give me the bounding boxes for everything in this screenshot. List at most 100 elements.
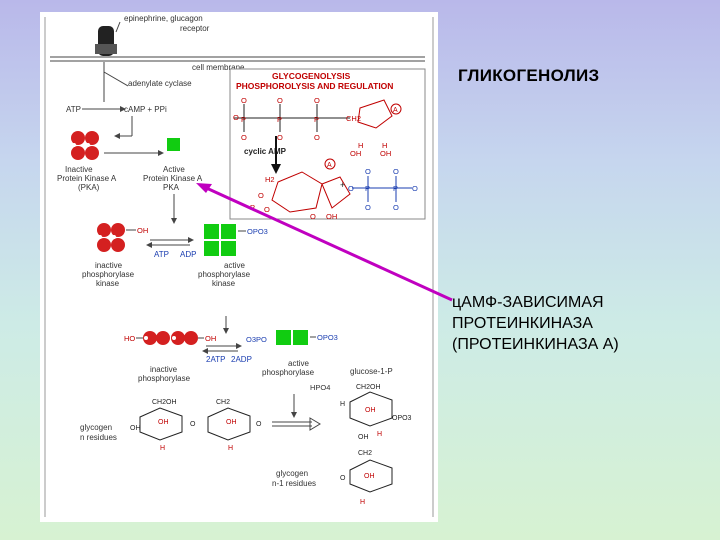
svg-text:P: P — [365, 184, 370, 193]
active-pka-line3: PKA — [163, 183, 180, 192]
inactive-phosphorylase-line1: inactive — [150, 365, 178, 374]
active-phosphorylase-icon — [276, 330, 308, 345]
active-pka-icon — [167, 138, 180, 151]
membrane-label: cell membrane — [192, 63, 245, 72]
adp-label-1: ADP — [180, 250, 196, 259]
svg-text:O: O — [277, 133, 283, 142]
adp-label-2: 2ADP — [231, 355, 252, 364]
svg-text:O: O — [277, 96, 283, 105]
svg-text:H: H — [340, 401, 345, 408]
svg-text:CH2: CH2 — [216, 399, 230, 406]
header-line2: PHOSPHOROLYSIS AND REGULATION — [236, 81, 393, 91]
svg-text:CH2OH: CH2OH — [356, 384, 381, 391]
active-pka-line2: Protein Kinase A — [143, 174, 203, 183]
svg-text:O: O — [233, 113, 239, 122]
glucose1p-ring — [349, 391, 393, 427]
reaction-arrow-icon — [309, 417, 321, 431]
active-pka-line1: Active — [163, 165, 185, 174]
callout-line-1: цАМФ-ЗАВИСИМАЯ — [452, 294, 604, 311]
svg-text:A: A — [393, 107, 398, 114]
svg-text:OH: OH — [350, 149, 361, 158]
pka-callout: цАМФ-ЗАВИСИМАЯ ПРОТЕИНКИНАЗА (ПРОТЕИНКИН… — [452, 292, 619, 355]
svg-text:OH: OH — [226, 419, 237, 426]
svg-text:OH: OH — [326, 212, 337, 221]
svg-text:CH2: CH2 — [358, 450, 372, 457]
oh-label-2: OH — [205, 334, 216, 343]
svg-text:P: P — [241, 115, 246, 124]
inactive-kinase-line2: phosphorylase — [82, 270, 135, 279]
svg-text:O: O — [412, 184, 418, 193]
cyclase-label: adenylate cyclase — [128, 79, 192, 88]
svg-text:CH2: CH2 — [346, 114, 361, 123]
svg-text:CH2OH: CH2OH — [152, 399, 177, 406]
inactive-phosphorylase-icon — [143, 331, 198, 345]
atp-label-2: 2ATP — [206, 355, 225, 364]
inactive-kinase-line1: inactive — [95, 261, 123, 270]
inactive-kinase-icon — [97, 223, 125, 252]
camp-label: cAMP + PPi — [124, 105, 167, 114]
glycogen-rings — [139, 407, 251, 441]
cyclic-amp-label: cyclic AMP — [244, 147, 287, 156]
svg-text:P: P — [250, 203, 255, 212]
svg-text:OH: OH — [380, 149, 391, 158]
glycogen-line2: n residues — [80, 433, 117, 442]
svg-text:+: + — [340, 180, 345, 190]
svg-text:P: P — [393, 184, 398, 193]
svg-text:OH: OH — [137, 226, 148, 235]
glycogenolysis-figure: epinephrine, glucagon receptor cell memb… — [40, 12, 438, 522]
svg-text:O3PO: O3PO — [246, 335, 267, 344]
atp-label-1: ATP — [154, 250, 169, 259]
svg-text:H: H — [358, 141, 363, 150]
svg-text:O: O — [264, 205, 270, 214]
svg-text:H2: H2 — [265, 175, 275, 184]
slide-title: ГЛИКОГЕНОЛИЗ — [458, 66, 600, 85]
svg-text:O: O — [393, 167, 399, 176]
svg-text:OH: OH — [365, 407, 376, 414]
active-phosphorylase-line1: active — [288, 359, 309, 368]
callout-line-3: (ПРОТЕИНКИНАЗА А) — [452, 336, 619, 353]
svg-text:H: H — [228, 445, 233, 452]
svg-text:H: H — [382, 141, 387, 150]
svg-text:O: O — [314, 96, 320, 105]
svg-text:OH: OH — [358, 434, 369, 441]
hormone-label: epinephrine, glucagon — [124, 14, 203, 23]
svg-text:O: O — [365, 203, 371, 212]
active-kinase-line1: active — [224, 261, 245, 270]
svg-text:A: A — [327, 162, 332, 169]
glycogen-n1-ring — [349, 459, 393, 493]
glycogen-n1-line2: n-1 residues — [272, 479, 316, 488]
svg-text:OH: OH — [158, 419, 169, 426]
receptor-label: receptor — [180, 24, 210, 33]
ho-label: HO — [124, 334, 135, 343]
inactive-kinase-line3: kinase — [96, 279, 120, 288]
down-arrow-icon — [271, 164, 281, 174]
glycogen-n1-line1: glycogen — [276, 469, 308, 478]
svg-text:O: O — [365, 167, 371, 176]
atp-label: ATP — [66, 105, 81, 114]
hpo4-label: HPO4 — [310, 383, 330, 392]
active-kinase-icon — [204, 224, 236, 256]
active-phosphorylase-line2: phosphorylase — [262, 368, 315, 377]
svg-text:O: O — [314, 133, 320, 142]
opo3-label-2: OPO3 — [317, 333, 338, 342]
inactive-phosphorylase-line2: phosphorylase — [138, 374, 191, 383]
svg-text:OH: OH — [130, 425, 141, 432]
svg-text:H: H — [160, 445, 165, 452]
inactive-pka-icon — [71, 131, 99, 160]
svg-text:O: O — [310, 212, 316, 221]
svg-text:O: O — [241, 96, 247, 105]
svg-text:O: O — [258, 191, 264, 200]
svg-text:OH: OH — [364, 473, 375, 480]
svg-text:O: O — [393, 203, 399, 212]
svg-text:H: H — [360, 499, 365, 506]
svg-text:P: P — [314, 115, 319, 124]
svg-text:O: O — [241, 133, 247, 142]
diagram-svg: epinephrine, glucagon receptor cell memb… — [44, 14, 434, 517]
callout-line-2: ПРОТЕИНКИНАЗА — [452, 315, 593, 332]
glycogen-line1: glycogen — [80, 423, 112, 432]
opo3-label-1: OPO3 — [247, 227, 268, 236]
atp-structure — [234, 99, 393, 132]
svg-text:H: H — [377, 431, 382, 438]
svg-text:O: O — [340, 475, 346, 482]
svg-text:OPO3: OPO3 — [392, 415, 412, 422]
